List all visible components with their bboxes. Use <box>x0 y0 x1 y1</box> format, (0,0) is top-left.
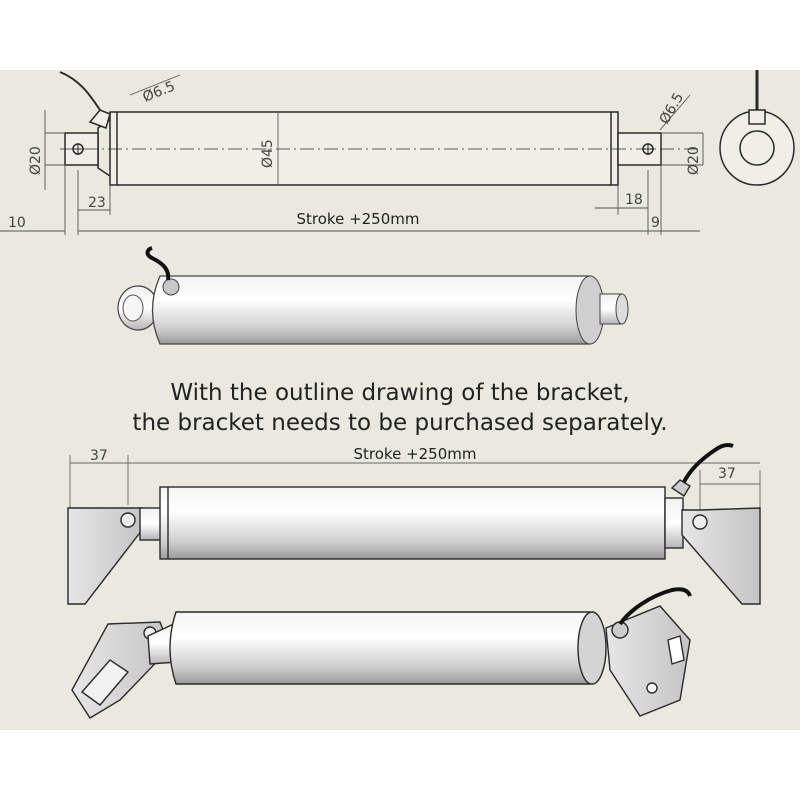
dim-10: 10 <box>8 215 26 231</box>
cylinder-side <box>159 486 666 560</box>
cable-gland <box>88 109 111 129</box>
cylinder-persp-cap <box>577 611 607 685</box>
bracket-dimensions <box>69 455 761 510</box>
bracket-dim-37-right: 37 <box>718 466 736 482</box>
stroke-label-top: Stroke +250mm <box>297 210 420 228</box>
dim-phi20-left: Ø20 <box>28 146 44 175</box>
end-view <box>719 70 795 186</box>
dim-phi45: Ø45 <box>260 139 276 168</box>
bracket-assembly-perspective <box>71 587 692 719</box>
actuator-rear-eye-hole <box>122 294 144 322</box>
right-cap-side <box>664 497 684 549</box>
side-cable <box>682 443 734 483</box>
dim-phi65-right-leader <box>659 94 691 131</box>
caption-line-2: the bracket needs to be purchased separa… <box>132 410 668 436</box>
actuator-cable <box>145 246 171 281</box>
right-bracket-side <box>681 507 761 605</box>
persp-gland <box>611 621 629 639</box>
bracket-dim-37-left: 37 <box>90 448 108 464</box>
actuator-rod-end <box>615 293 629 325</box>
right-bracket-persp-slot <box>667 635 685 665</box>
left-bracket-side <box>67 507 143 605</box>
dim-phi20-right: Ø20 <box>686 146 702 175</box>
actuator-gland-ring <box>162 278 180 296</box>
actuator-render <box>117 246 629 345</box>
actuator-body <box>151 275 599 345</box>
right-bracket-pin <box>692 514 708 530</box>
side-gland <box>670 479 691 497</box>
dimension-lines <box>0 74 704 235</box>
cylinder-outline <box>109 111 619 186</box>
end-view-gland <box>748 109 766 125</box>
cylinder-persp <box>169 611 599 685</box>
dim-phi65-left-leader <box>129 74 181 96</box>
left-bracket-persp-inner <box>80 659 130 706</box>
dim-18: 18 <box>625 192 643 208</box>
left-rod-side <box>139 507 163 541</box>
technical-drawing <box>59 71 700 186</box>
dim-23: 23 <box>88 195 106 211</box>
end-view-inner-circle <box>739 130 775 166</box>
cable <box>59 71 101 111</box>
bracket-assembly-side <box>67 443 761 605</box>
dim-9: 9 <box>651 215 660 231</box>
persp-cable <box>618 587 692 626</box>
left-bracket-pin <box>120 512 136 528</box>
caption-line-1: With the outline drawing of the bracket, <box>170 380 630 406</box>
right-bracket-persp-hole <box>646 682 658 694</box>
stroke-label-bottom: Stroke +250mm <box>354 445 477 463</box>
